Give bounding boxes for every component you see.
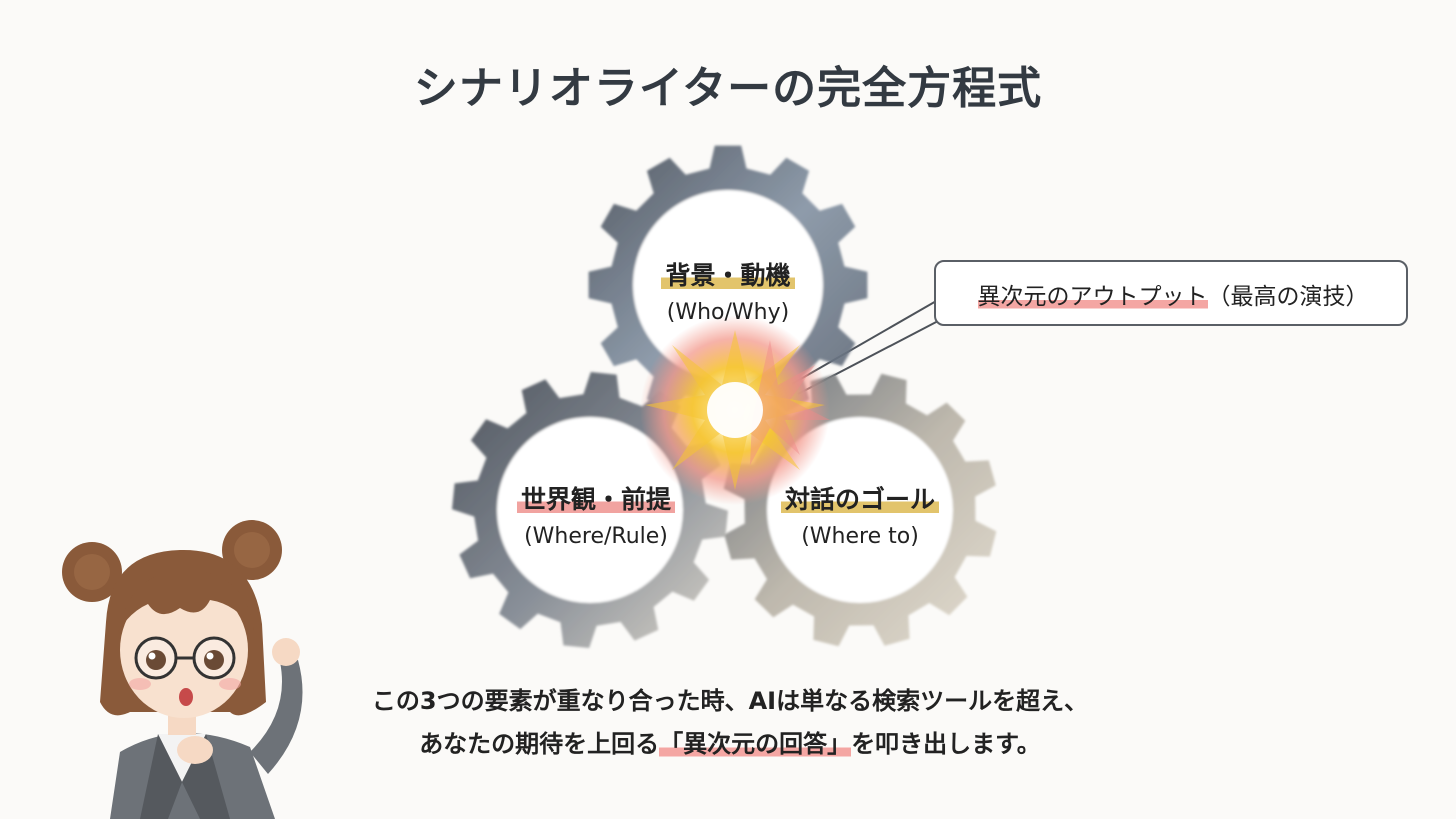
gear-top-title: 背景・動機: [661, 256, 795, 292]
caption-line2-highlight: 「異次元の回答」: [659, 730, 852, 758]
callout-bubble: 異次元のアウトプット（最高の演技）: [934, 260, 1408, 326]
gear-top-sub: (Who/Why): [666, 300, 790, 325]
caption: この3つの要素が重なり合った時、AIは単なる検索ツールを超え、 あなたの期待を上…: [300, 680, 1160, 766]
gear-right-label: 対話のゴール (Where to): [750, 480, 970, 549]
callout-rest: （最高の演技）: [1207, 284, 1369, 310]
gear-right-title: 対話のゴール: [780, 480, 939, 516]
callout-text: 異次元のアウトプット（最高の演技）: [936, 277, 1410, 311]
gear-left-label: 世界観・前提 (Where/Rule): [486, 480, 706, 549]
callout-highlight: 異次元のアウトプット: [977, 284, 1208, 310]
character-illustration: [62, 520, 303, 819]
gear-left-title: 世界観・前提: [516, 480, 675, 516]
gear-left-sub: (Where/Rule): [524, 524, 668, 549]
gear-right-sub: (Where to): [801, 524, 919, 549]
caption-line2-before: あなたの期待を上回る: [419, 730, 660, 758]
explosion-burst: [640, 315, 830, 505]
caption-line2: あなたの期待を上回る「異次元の回答」を叩き出します。: [300, 723, 1160, 766]
caption-line1: この3つの要素が重なり合った時、AIは単なる検索ツールを超え、: [371, 687, 1089, 715]
gear-top-label: 背景・動機 (Who/Why): [628, 256, 828, 325]
caption-line2-after: を叩き出します。: [851, 730, 1041, 758]
page-title: シナリオライターの完全方程式: [413, 63, 1043, 114]
